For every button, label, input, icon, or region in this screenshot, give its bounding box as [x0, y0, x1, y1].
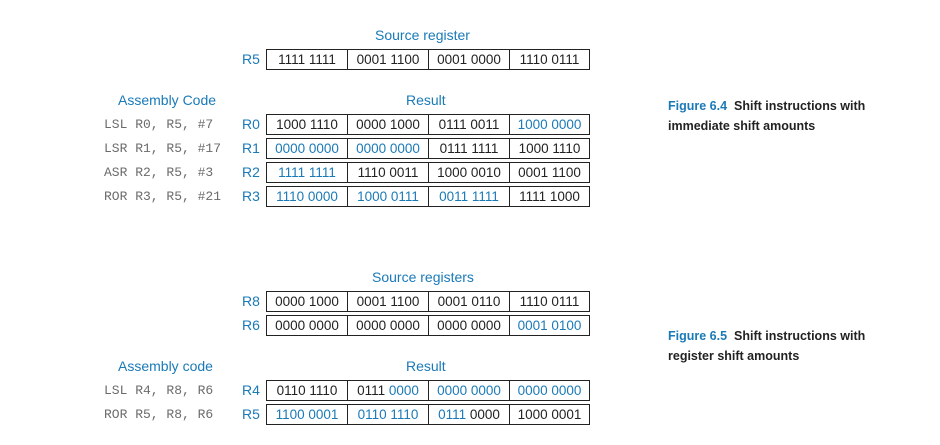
bit-cell: 1111 1111 [267, 163, 348, 182]
bit-cell: 1100 0001 [267, 405, 348, 424]
bit-cell: 0000 1000 [267, 292, 348, 311]
bit-cell: 1110 0011 [348, 163, 429, 182]
source-registers-header: Source registers [372, 269, 474, 285]
assembly-instruction: LSL R4, R8, R6 [104, 383, 214, 398]
bit-cell: 0001 1100 [518, 165, 581, 180]
register-label: R1 [242, 140, 260, 156]
bit-cell: 0001 0000 [429, 50, 510, 69]
bit-cell: 1110 0111 [519, 52, 580, 67]
assembly-code-header: Assembly Code [118, 92, 217, 108]
register-label: R5 [242, 406, 260, 422]
source-register-label: R5 [242, 51, 260, 67]
assembly-instruction: LSL R0, R5, #7 [104, 117, 222, 132]
figure-6-4-caption: Figure 6.4 Shift instructions with immed… [668, 96, 898, 136]
bit-cell: 1000 0010 [429, 163, 510, 182]
bit-cell: 1110 0111 [519, 294, 580, 309]
assembly-instruction: ROR R5, R8, R6 [104, 407, 214, 422]
bit-cell: 1000 1110 [518, 141, 581, 156]
bit-cell: 1000 0111 [348, 187, 429, 206]
assembly-instruction: ASR R2, R5, #3 [104, 165, 222, 180]
figure-6-5-caption: Figure 6.5 Shift instructions with regis… [668, 326, 898, 366]
bit-cell: 0001 1100 [348, 50, 429, 69]
assembly-code-header-2: Assembly code [118, 358, 213, 374]
source-register-header: Source register [375, 27, 470, 43]
bit-cell: 0111 0000 [429, 405, 510, 424]
bit-cell: 0001 0110 [429, 292, 510, 311]
bit-cell: 0000 0000 [429, 381, 510, 400]
register-label: R0 [242, 116, 260, 132]
result-header: Result [406, 92, 446, 108]
bit-cell: 0110 1110 [267, 381, 348, 400]
bit-cell: 1111 1000 [519, 189, 580, 204]
bit-cell: 0111 0000 [348, 381, 429, 400]
caption-text-2: Shift instructions with register shift a… [668, 329, 866, 363]
assembly-instruction: LSR R1, R5, #17 [104, 141, 222, 156]
bit-cell: 0111 0011 [429, 115, 510, 134]
bit-cell: 1110 0000 [267, 187, 348, 206]
bit-cell: 1000 1110 [267, 115, 348, 134]
bit-cell: 0000 0000 [517, 383, 582, 398]
assembly-instruction: ROR R3, R5, #21 [104, 189, 222, 204]
register-label: R4 [242, 382, 260, 398]
register-label: R3 [242, 188, 260, 204]
bit-cell: 0001 0100 [517, 318, 582, 333]
register-label: R8 [242, 293, 260, 309]
register-label: R2 [242, 164, 260, 180]
bit-cell: 0011 1111 [429, 187, 510, 206]
bit-cell: 0110 1110 [348, 405, 429, 424]
bit-cell: 1000 0000 [517, 117, 582, 132]
caption-text: Shift instructions with immediate shift … [668, 99, 866, 133]
bit-cell: 0000 0000 [267, 139, 348, 158]
bit-cell: 0000 0000 [429, 316, 510, 335]
bit-cell: 1000 0001 [517, 407, 582, 422]
result-header-2: Result [406, 358, 446, 374]
bit-cell: 0111 1111 [429, 139, 510, 158]
figure-number: Figure 6.4 [668, 99, 728, 113]
figure-number-2: Figure 6.5 [668, 329, 728, 343]
bit-cell: 0001 1100 [348, 292, 429, 311]
bit-cell: 0000 0000 [348, 139, 429, 158]
bit-cell: 0000 0000 [267, 316, 348, 335]
bit-cell: 1111 1111 [267, 50, 348, 69]
bit-cell: 0000 1000 [348, 115, 429, 134]
bit-cell: 0000 0000 [348, 316, 429, 335]
register-label: R6 [242, 317, 260, 333]
